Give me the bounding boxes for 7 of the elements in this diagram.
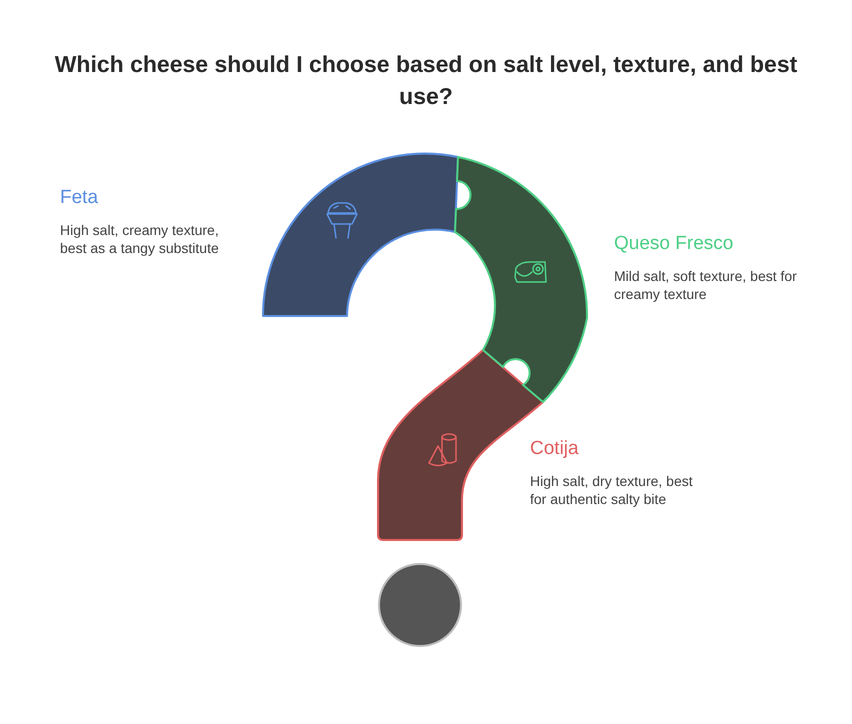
cheese-heading: Cotija — [530, 437, 580, 461]
cheese-heading: Feta — [60, 186, 100, 210]
cheese-description: High salt, dry texture, best for authentic salty bite — [530, 472, 694, 508]
cheese-description: High salt, creamy texture, best as a tangy substitute — [60, 221, 220, 257]
cheese-description: Mild salt, soft texture, best for creamy texture — [614, 267, 798, 303]
title: Which cheese should I choose based on salt level, texture, and best use? — [54, 50, 798, 111]
cheese-heading: Queso Fresco — [614, 232, 734, 256]
